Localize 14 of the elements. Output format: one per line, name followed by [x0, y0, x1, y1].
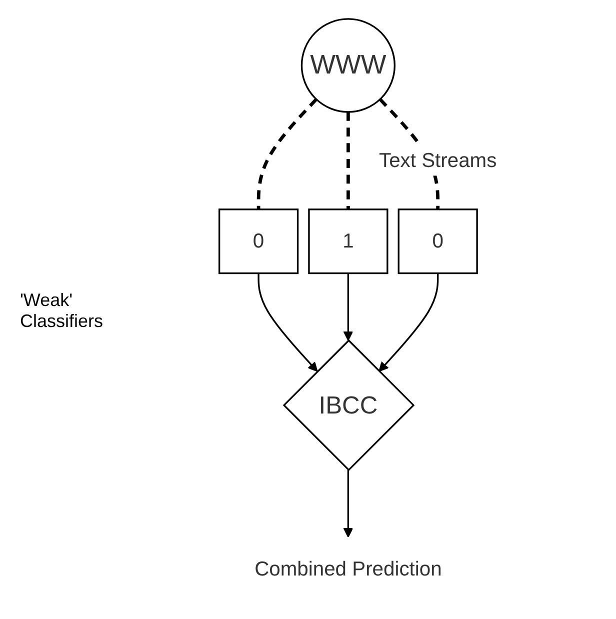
node-box: 0 [398, 208, 478, 274]
node-diamond: IBCC [282, 339, 415, 472]
group-label: 'Weak' Classifiers [20, 290, 104, 332]
arrow [343, 470, 354, 538]
node-text: Combined Prediction [254, 557, 442, 580]
connector [256, 98, 318, 210]
node-box: 0 [218, 208, 299, 274]
node-box: 1 [308, 208, 388, 274]
node-circle: WWW [300, 18, 396, 113]
edge-label: Text Streams [379, 148, 497, 172]
connector [346, 112, 350, 210]
arrow [378, 273, 439, 372]
arrow [343, 273, 354, 341]
arrow [258, 273, 318, 372]
